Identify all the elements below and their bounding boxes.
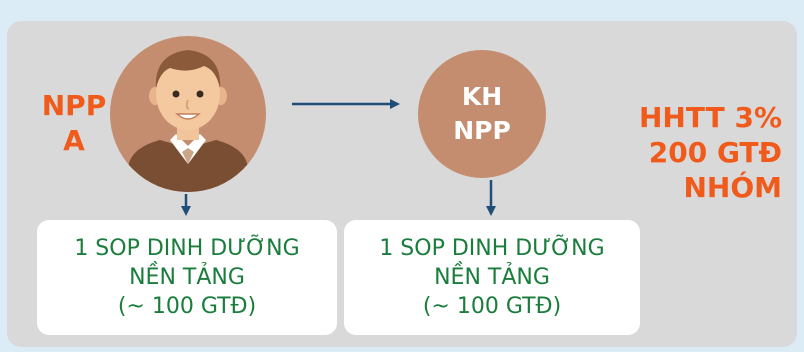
customer-node: KH NPP — [418, 50, 546, 178]
box-right-line-3: (~ 100 GTĐ) — [422, 294, 562, 320]
product-box-right: 1 SOP DINH DƯỠNG NỀN TẢNG (~ 100 GTĐ) — [344, 220, 640, 335]
customer-node-line-2: NPP — [453, 116, 511, 145]
box-left-line-2: NỀN TẢNG — [129, 264, 245, 290]
box-right-line-1: 1 SOP DINH DƯỠNG — [379, 235, 605, 261]
product-box-left: 1 SOP DINH DƯỠNG NỀN TẢNG (~ 100 GTĐ) — [37, 220, 337, 335]
npp-a-line-1: NPP — [41, 89, 107, 122]
bonus-label: HHTT 3% 200 GTĐ NHÓM — [612, 100, 782, 205]
bonus-line-2: 200 GTĐ — [648, 136, 782, 169]
box-right-line-2: NỀN TẢNG — [434, 264, 550, 290]
box-left-line-3: (~ 100 GTĐ) — [117, 294, 257, 320]
npp-a-line-2: A — [63, 124, 85, 157]
person-avatar-icon — [110, 36, 266, 192]
bonus-line-3: NHÓM — [683, 171, 782, 204]
customer-node-line-1: KH — [461, 82, 503, 112]
bonus-line-1: HHTT 3% — [639, 101, 782, 134]
npp-a-label: NPP A — [34, 88, 114, 158]
box-left-line-1: 1 SOP DINH DƯỠNG — [74, 235, 300, 261]
